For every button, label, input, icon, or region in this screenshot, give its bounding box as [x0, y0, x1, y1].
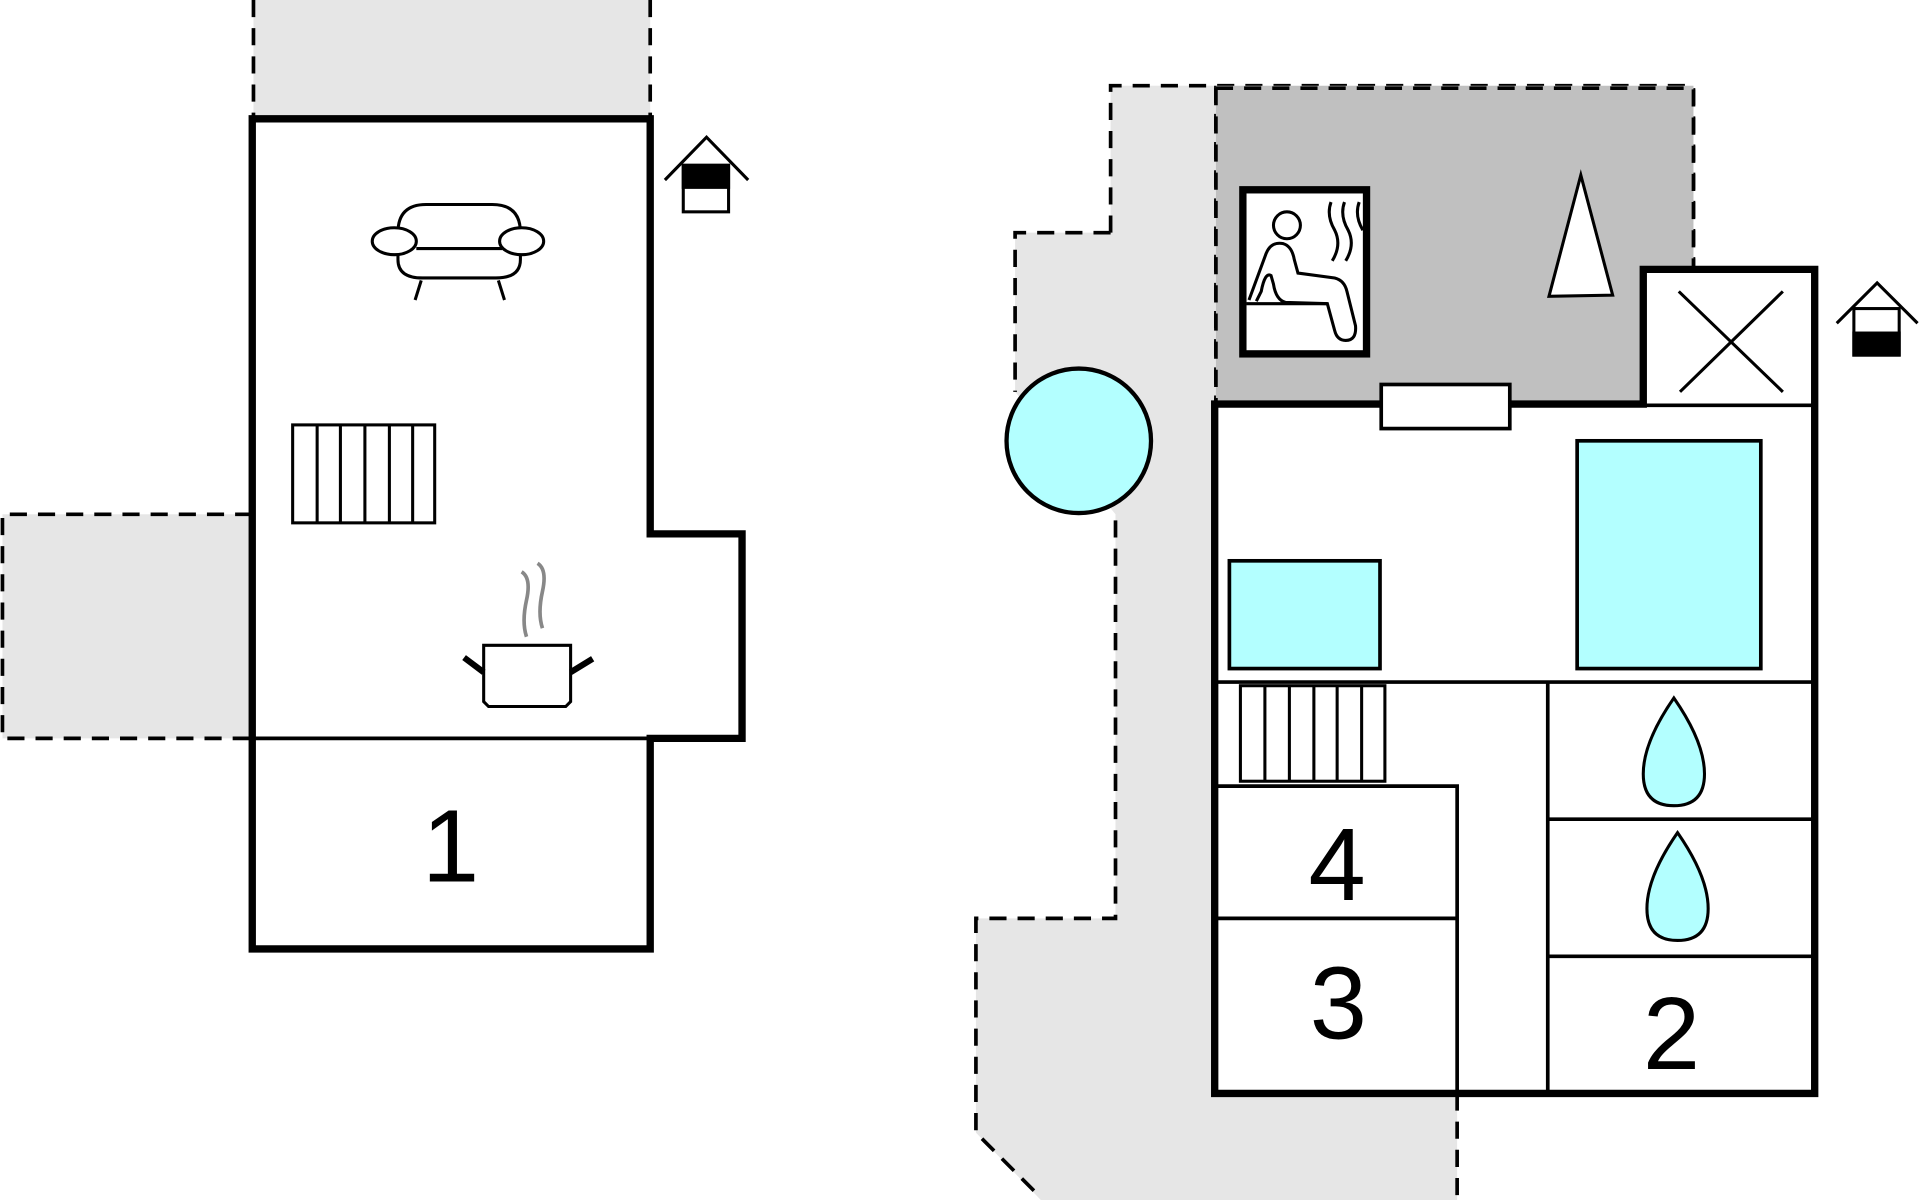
sofa-icon [370, 202, 546, 301]
entrance-icon [1835, 280, 1919, 357]
kitchen-pot-icon [462, 561, 595, 709]
stairs-icon [291, 423, 437, 525]
hot-tub-icon [1004, 366, 1154, 516]
shaft-x-icon [1677, 290, 1784, 393]
building-right: 4 3 2 [974, 83, 1919, 1200]
bathroom-drop-icon [1641, 695, 1710, 942]
entrance-icon [663, 134, 750, 214]
stairs-icon [1238, 684, 1387, 783]
building-left: 1 [0, 0, 750, 953]
room-number-4: 4 [1309, 807, 1366, 922]
bed-small [1227, 558, 1382, 671]
room-number-3: 3 [1310, 945, 1367, 1060]
terrace-left [2, 514, 253, 739]
window [1379, 382, 1512, 431]
sauna-icon [1239, 186, 1371, 358]
room-number-2: 2 [1643, 976, 1700, 1091]
bed-large [1575, 438, 1763, 671]
tree-icon [1546, 169, 1615, 298]
outer-wall [248, 115, 746, 953]
terrace-right [975, 85, 1458, 1200]
room-number-1: 1 [422, 789, 479, 904]
terrace-top [253, 0, 651, 119]
